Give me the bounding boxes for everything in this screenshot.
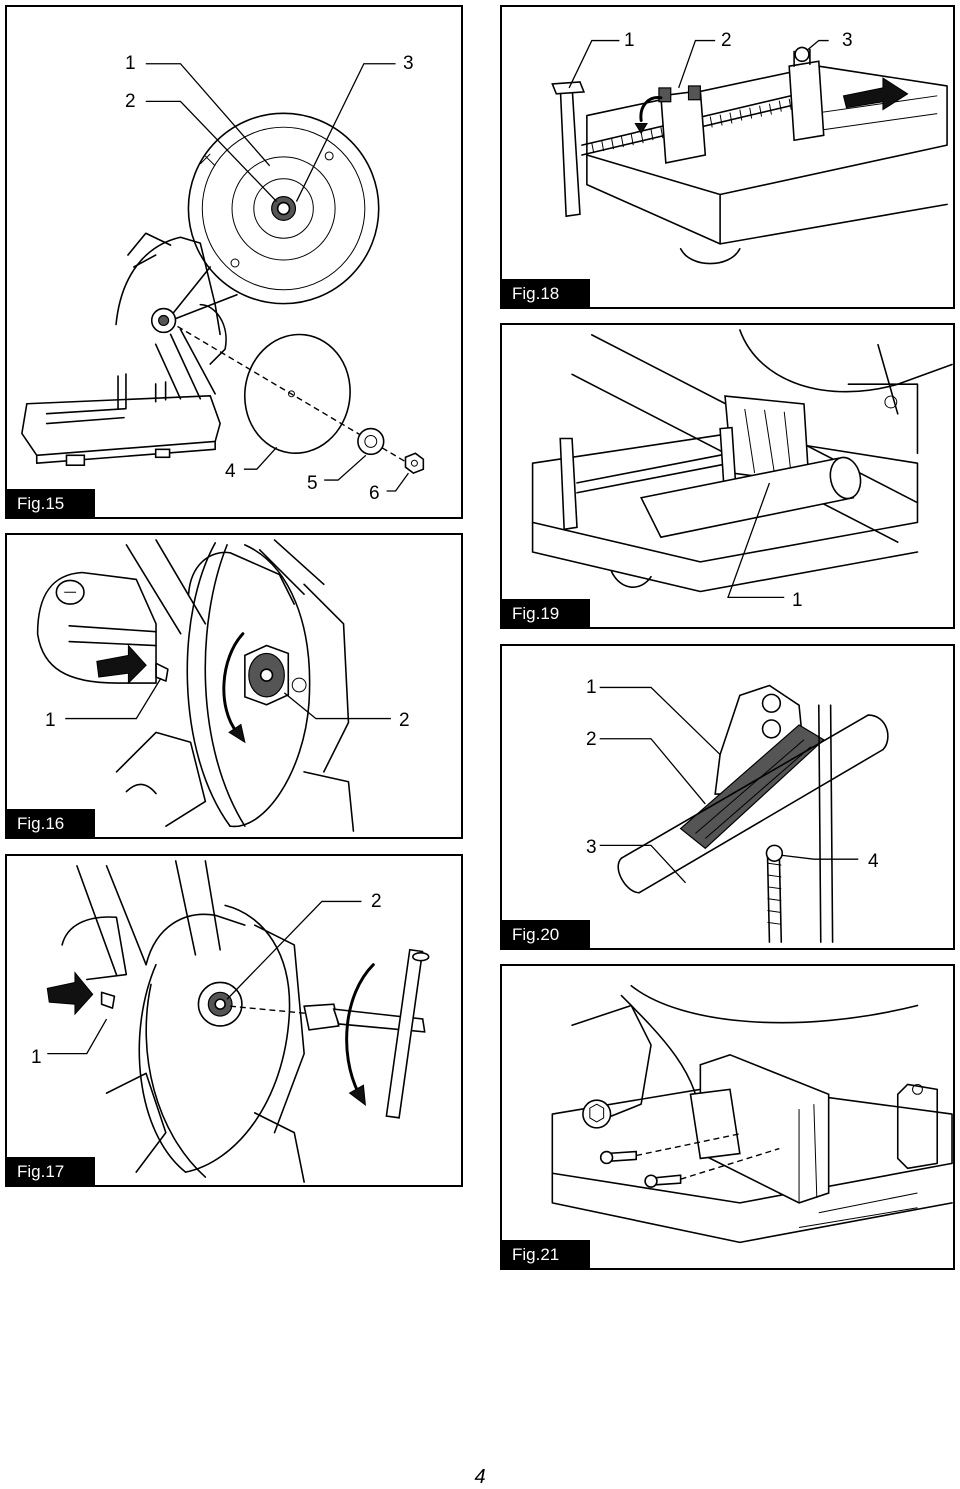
fig15-callout-1: 1	[125, 53, 136, 74]
fig15-callout-2: 2	[125, 91, 136, 112]
figure-20: 1 2 3 4 Fig.20	[500, 644, 955, 950]
fig16-label: Fig.16	[7, 809, 95, 837]
fig16-illustration	[36, 539, 391, 832]
fig18-label: Fig.18	[502, 279, 590, 307]
fig16-callout-2: 2	[399, 710, 410, 731]
fig18-callout-3: 3	[842, 30, 853, 51]
fig20-callout-3: 3	[586, 837, 597, 858]
fig15-callout-6: 6	[369, 483, 380, 504]
fig15-illustration	[21, 63, 425, 492]
fig17-callout-2: 2	[371, 891, 382, 912]
fig20-illustration	[599, 684, 889, 943]
fig17-label: Fig.17	[7, 1157, 95, 1185]
figure-15: 1 2 3 4 5 6 Fig.15	[5, 5, 463, 519]
fig20-callout-1: 1	[586, 677, 597, 698]
figure-19: 1 Fig.19	[500, 323, 955, 629]
fig17-callout-1: 1	[31, 1047, 42, 1068]
fig15-callout-4: 4	[225, 461, 236, 482]
fig18-callout-1: 1	[624, 30, 635, 51]
fig15-callout-5: 5	[307, 473, 318, 494]
fig19-callout-1: 1	[792, 590, 803, 611]
fig21-illustration	[551, 984, 953, 1244]
fig19-illustration	[531, 329, 953, 599]
fig16-callout-1: 1	[45, 710, 56, 731]
figure-21: Fig.21	[500, 964, 955, 1270]
fig21-label: Fig.21	[502, 1240, 590, 1268]
fig15-callout-3: 3	[403, 53, 414, 74]
fig20-callout-4: 4	[868, 851, 879, 872]
fig19-label: Fig.19	[502, 599, 590, 627]
figure-17: 1 2 Fig.17	[5, 854, 463, 1187]
fig18-callout-2: 2	[721, 30, 732, 51]
fig20-callout-2: 2	[586, 729, 597, 750]
page-number: 4	[474, 1466, 486, 1488]
fig17-illustration	[46, 860, 430, 1183]
fig20-label: Fig.20	[502, 920, 590, 948]
fig15-label: Fig.15	[7, 489, 95, 517]
figure-16: 1 2 Fig.16	[5, 533, 463, 839]
figure-18: 1 2 3 Fig.18	[500, 5, 955, 309]
fig18-illustration	[551, 39, 948, 265]
